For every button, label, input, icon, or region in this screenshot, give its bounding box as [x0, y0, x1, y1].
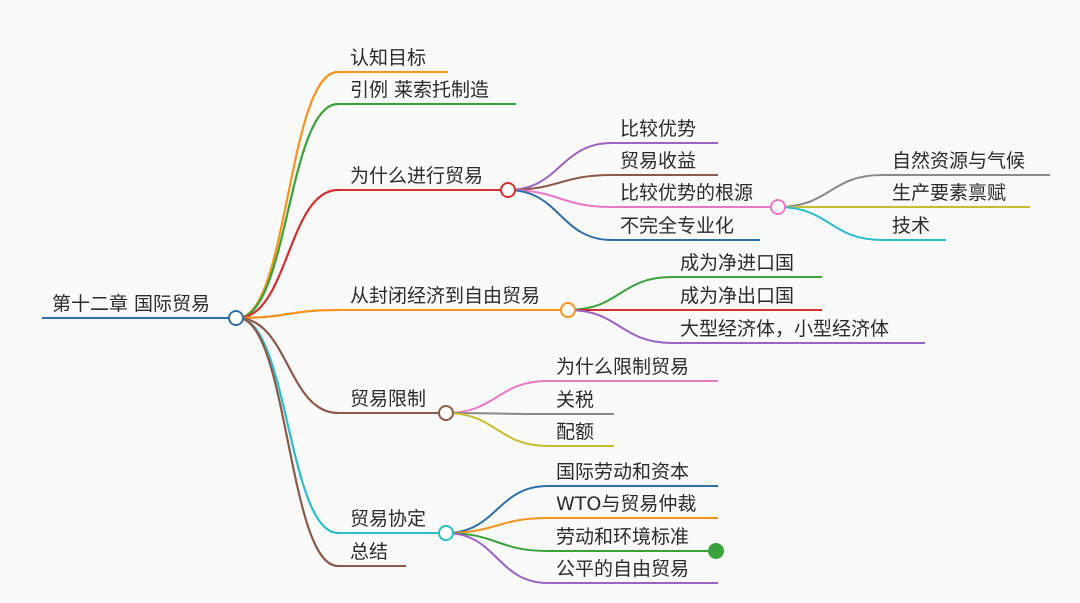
root-topic[interactable]: 第十二章 国际贸易: [52, 293, 211, 315]
collapse-toggle[interactable]: [438, 405, 454, 421]
collapse-toggle[interactable]: [500, 182, 516, 198]
subtopic-connector: [445, 380, 549, 414]
branch-connector: [237, 316, 339, 568]
branch-connector: [237, 316, 339, 535]
collapse-toggle[interactable]: [438, 525, 454, 541]
subtopic[interactable]: 成为净进口国: [680, 252, 795, 274]
leaf-connector: [777, 206, 883, 241]
branch-connector: [237, 188, 339, 320]
marker-dot-icon: [708, 543, 724, 559]
leaf-topic[interactable]: 自然资源与气候: [892, 150, 1026, 172]
collapse-toggle[interactable]: [770, 199, 786, 215]
subtopic[interactable]: 劳动和环境标准: [556, 526, 690, 548]
branch-topic[interactable]: 认知目标: [350, 47, 427, 69]
subtopic[interactable]: WTO与贸易仲裁: [556, 493, 697, 515]
subtopic[interactable]: 不完全专业化: [620, 215, 735, 237]
subtopic-connector: [445, 485, 549, 534]
branch-connector: [237, 70, 339, 320]
collapse-toggle[interactable]: [560, 302, 576, 318]
subtopic-connector: [567, 276, 673, 311]
leaf-connector: [777, 174, 883, 208]
subtopic[interactable]: 国际劳动和资本: [556, 461, 690, 483]
leaf-topic[interactable]: 生产要素禀赋: [892, 182, 1007, 204]
subtopic[interactable]: 贸易收益: [620, 150, 697, 172]
subtopic-connector: [445, 517, 549, 534]
subtopic[interactable]: 比较优势: [620, 118, 697, 140]
branch-topic[interactable]: 贸易协定: [350, 508, 427, 530]
branch-topic[interactable]: 从封闭经济到自由贸易: [350, 285, 541, 307]
subtopic[interactable]: 为什么限制贸易: [556, 356, 690, 378]
branch-topic[interactable]: 总结: [350, 541, 389, 563]
subtopic[interactable]: 大型经济体，小型经济体: [680, 318, 890, 340]
branch-topic[interactable]: 为什么进行贸易: [350, 165, 484, 187]
subtopic[interactable]: 比较优势的根源: [620, 182, 754, 204]
branch-connector: [237, 316, 339, 415]
subtopic[interactable]: 公平的自由贸易: [556, 558, 690, 580]
collapse-toggle[interactable]: [228, 310, 244, 326]
subtopic-connector: [507, 174, 613, 191]
subtopic[interactable]: 成为净出口国: [680, 285, 795, 307]
subtopic[interactable]: 配额: [556, 421, 595, 443]
subtopic-connector: [567, 309, 673, 344]
subtopic-connector: [507, 142, 613, 191]
subtopic-connector: [445, 532, 549, 584]
subtopic-connector: [507, 189, 613, 241]
subtopic[interactable]: 关税: [556, 389, 595, 411]
leaf-topic[interactable]: 技术: [892, 215, 931, 237]
branch-connector: [237, 308, 339, 320]
branch-topic[interactable]: 引例 莱索托制造: [350, 79, 490, 101]
branch-connector: [237, 102, 339, 320]
branch-topic[interactable]: 贸易限制: [350, 388, 427, 410]
subtopic-connector: [445, 412, 549, 447]
